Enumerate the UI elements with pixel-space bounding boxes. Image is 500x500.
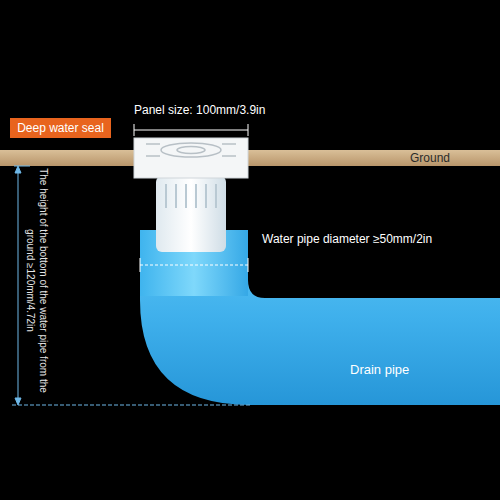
ground-band <box>0 150 500 166</box>
drain-pipe <box>140 230 500 405</box>
panel-dimension <box>134 124 248 136</box>
panel-grille <box>146 143 236 157</box>
part-label: Drain pipe <box>350 362 470 378</box>
drain-panel <box>134 138 248 178</box>
ground-band-label: Ground <box>380 150 500 166</box>
node-text: Ground <box>410 150 470 166</box>
dimension-label: Panel size: 100mm/3.9in <box>134 103 294 118</box>
callout-box: Deep water seal <box>10 118 111 138</box>
node-text: Deep water seal <box>16 118 105 138</box>
diameter-ticks <box>140 258 248 272</box>
dimension-label: The height of the bottom of the water pi… <box>24 168 49 394</box>
height-dimension <box>12 166 250 405</box>
diameter-dimension <box>140 265 248 266</box>
drain-body <box>156 176 226 252</box>
dimension-label: Water pipe diameter ≥50mm/2in <box>262 232 492 247</box>
drain-slots <box>166 184 216 208</box>
